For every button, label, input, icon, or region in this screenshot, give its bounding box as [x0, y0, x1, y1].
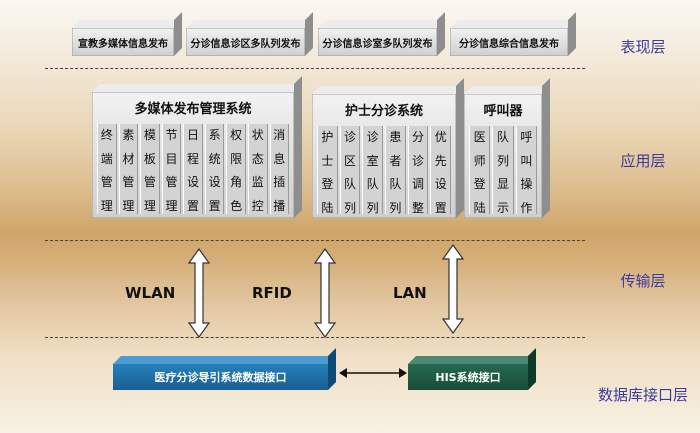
presentation-box-4: 分诊信息综合信息发布 [450, 12, 576, 56]
double-arrow-db [339, 368, 407, 378]
double-arrow-rfid [314, 248, 336, 338]
divider-application [45, 240, 585, 241]
app-system-columns: 医师登陆队列显示呼叫操作 [468, 126, 538, 215]
app-function-column: 系统设置 [204, 124, 225, 214]
db-interface-triage: 医疗分诊导引系统数据接口 [113, 348, 336, 390]
app-function-column: 医师登陆 [469, 126, 491, 215]
double-arrow-lan [442, 244, 464, 334]
app-function-column: 护士登陆 [317, 126, 338, 215]
presentation-box-label: 分诊信息综合信息发布 [450, 28, 568, 56]
app-function-column: 诊室队列 [362, 126, 384, 215]
double-arrow-wlan [188, 248, 210, 338]
transport-label-rfid: RFID [252, 284, 292, 302]
app-function-column: 优先设置 [430, 126, 452, 215]
divider-transport [45, 337, 585, 338]
presentation-box-2: 分诊信息诊区多队列发布 [186, 12, 313, 56]
app-function-column: 日程设置 [183, 124, 203, 214]
app-system-columns: 护士登陆诊区队列诊室队列患者队列分诊调整优先设置 [316, 126, 452, 215]
app-system-multimedia: 多媒体发布管理系统 终端管理素材管理模板管理节目管理日程设置系统设置权限角色状态… [92, 76, 302, 218]
presentation-box-label: 宣教多媒体信息发布 [72, 28, 174, 56]
app-function-column: 患者队列 [385, 126, 406, 215]
layer-label-transport: 传输层 [620, 272, 666, 290]
app-system-columns: 终端管理素材管理模板管理节目管理日程设置系统设置权限角色状态监控消息插播 [96, 124, 290, 214]
app-system-title: 护士分诊系统 [344, 104, 423, 119]
layer-label-database: 数据库接口层 [597, 386, 688, 404]
divider-presentation [45, 68, 585, 69]
db-interface-his: HIS系统接口 [408, 348, 536, 390]
app-function-column: 消息插播 [269, 124, 290, 214]
app-system-title: 多媒体发布管理系统 [134, 102, 252, 117]
app-function-column: 分诊调整 [407, 126, 429, 215]
db-interface-triage-label: 医疗分诊导引系统数据接口 [113, 364, 328, 390]
layer-label-application: 应用层 [620, 152, 666, 170]
app-function-column: 素材管理 [118, 124, 139, 214]
presentation-box-label: 分诊信息诊区多队列发布 [186, 28, 305, 56]
app-system-caller: 呼叫器 医师登陆队列显示呼叫操作 [464, 78, 550, 218]
app-function-column: 呼叫操作 [515, 126, 537, 215]
layer-label-presentation: 表现层 [620, 38, 666, 56]
app-function-column: 权限角色 [226, 124, 246, 214]
transport-label-wlan: WLAN [125, 284, 176, 302]
app-function-column: 终端管理 [97, 124, 117, 214]
app-function-column: 诊区队列 [339, 126, 361, 215]
app-function-column: 状态监控 [247, 124, 268, 214]
app-function-column: 队列显示 [492, 126, 514, 215]
db-interface-his-label: HIS系统接口 [408, 364, 528, 390]
transport-label-lan: LAN [393, 284, 427, 302]
app-function-column: 模板管理 [140, 124, 160, 214]
presentation-box-1: 宣教多媒体信息发布 [72, 12, 182, 56]
app-function-column: 节目管理 [161, 124, 182, 214]
presentation-box-3: 分诊信息诊室多队列发布 [318, 12, 445, 56]
app-system-title: 呼叫器 [483, 104, 523, 119]
presentation-box-label: 分诊信息诊室多队列发布 [318, 28, 437, 56]
app-system-triage: 护士分诊系统 护士登陆诊区队列诊室队列患者队列分诊调整优先设置 [312, 78, 464, 218]
